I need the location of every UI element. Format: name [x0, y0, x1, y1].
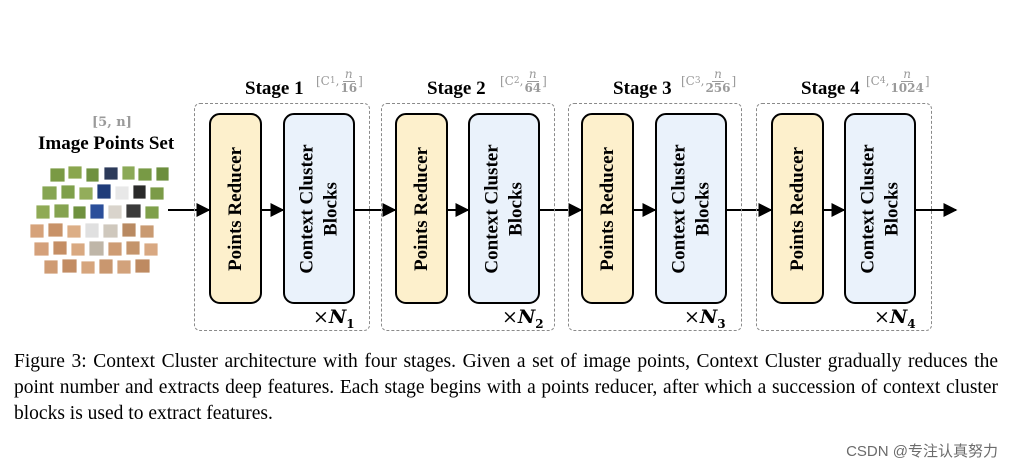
stage-1-repeat: ×N1 [313, 306, 355, 331]
stage-4-box [756, 103, 932, 331]
stage-2-context-cluster-blocks: Context Cluster Blocks [468, 113, 540, 304]
stage-3-cluster-label: Context Cluster Blocks [668, 143, 713, 274]
stage-4-reducer-label: Points Reducer [786, 146, 808, 271]
stage-3-points-reducer: Points Reducer [581, 113, 634, 304]
input-shape-label: [5, n] [92, 115, 132, 130]
input-title: Image Points Set [38, 133, 175, 154]
stage-3-repeat: ×N3 [684, 306, 726, 331]
stage-1-title: Stage 1 [245, 78, 304, 99]
stage-3-reducer-label: Points Reducer [596, 146, 618, 271]
stage-4-cluster-label: Context Cluster Blocks [857, 143, 902, 274]
stage-1-cluster-label: Context Cluster Blocks [296, 143, 341, 274]
image-points-mosaic [29, 165, 170, 275]
stage-4-repeat: ×N4 [874, 306, 916, 331]
stage-1-box [194, 103, 370, 331]
stage-4-context-cluster-blocks: Context Cluster Blocks [844, 113, 916, 304]
stage-3-box [568, 103, 742, 331]
stage-2-box [381, 103, 555, 331]
stage-2-points-reducer: Points Reducer [395, 113, 448, 304]
watermark: CSDN @专注认真努力 [846, 443, 998, 460]
stage-3-context-cluster-blocks: Context Cluster Blocks [655, 113, 727, 304]
stage-4-points-reducer: Points Reducer [771, 113, 824, 304]
figure-caption: Figure 3: Context Cluster architecture w… [14, 351, 998, 424]
stage-2-reducer-label: Points Reducer [410, 146, 432, 271]
stage-2-cluster-label: Context Cluster Blocks [481, 143, 526, 274]
stage-1-context-cluster-blocks: Context Cluster Blocks [283, 113, 355, 304]
stage-4-title: Stage 4 [801, 78, 860, 99]
stage-1-reducer-label: Points Reducer [224, 146, 246, 271]
stage-1-points-reducer: Points Reducer [209, 113, 262, 304]
stage-2-title: Stage 2 [427, 78, 486, 99]
stage-2-repeat: ×N2 [502, 306, 544, 331]
stage-3-title: Stage 3 [613, 78, 672, 99]
